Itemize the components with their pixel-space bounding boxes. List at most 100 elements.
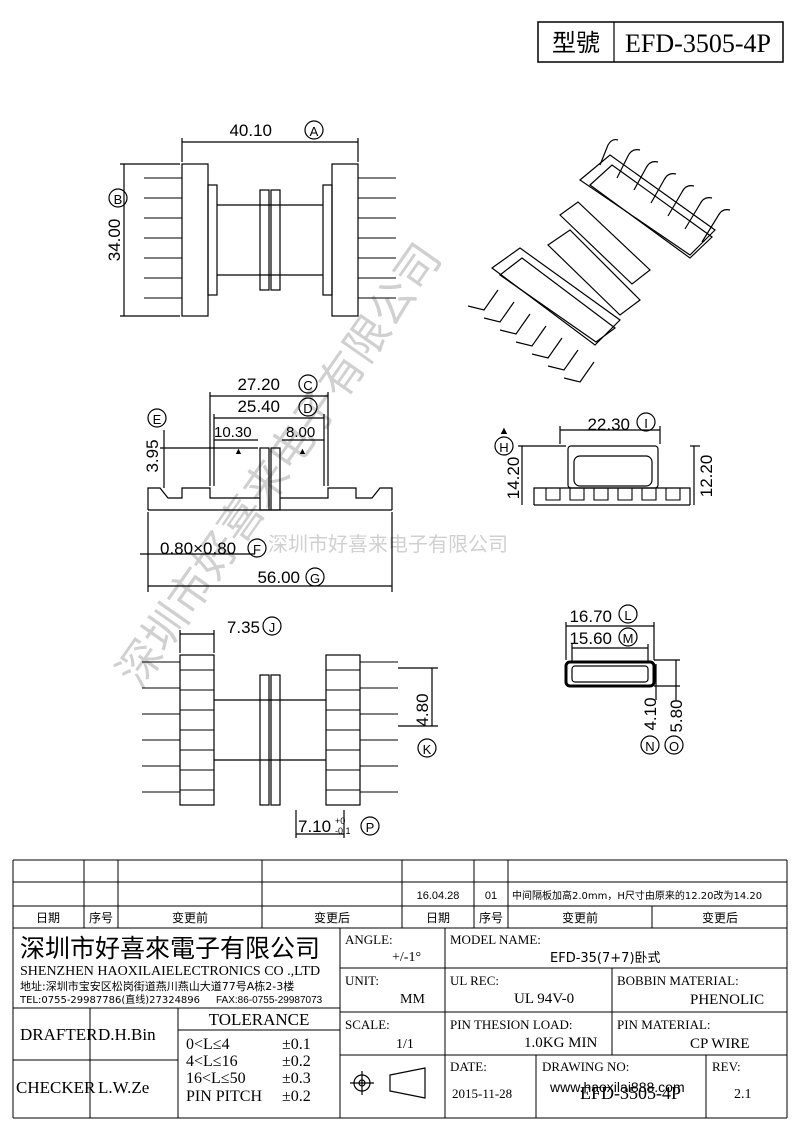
bobbin-label: BOBBIN MATERIAL: (617, 973, 739, 988)
model-name-label: MODEL NAME: (450, 932, 541, 947)
dim-e-value: 3.95 (143, 439, 162, 472)
dim-p-tol-plus: +0 (335, 816, 345, 826)
company-address: 地址:深圳市宝安区松岗街道燕川燕山大道77号A栋2-3楼 (20, 979, 294, 993)
company-fax: FAX:86-0755-29987073 (216, 995, 323, 1006)
dim-m-value: 15.60 (569, 629, 612, 648)
rev-header-before: 变更前 (172, 910, 208, 925)
dim-a-value: 40.10 (229, 121, 272, 140)
tol-range: PIN PITCH (186, 1088, 262, 1105)
rev-desc: 中间隔板加高2.0mm，H尺寸由原来的12.20改为14.20 (512, 889, 762, 902)
company-en: SHENZHEN HAOXILAIELECTRONICS CO .,LTD (20, 964, 320, 979)
dim-f-value: 0.80×0.80 (160, 539, 236, 558)
model-label: 型號 (552, 29, 600, 57)
date-label: DATE: (450, 1059, 487, 1074)
dim-b-value: 34.00 (105, 219, 124, 262)
tolerance-label: TOLERANCE (209, 1010, 310, 1029)
tol-value: ±0.2 (282, 1053, 311, 1070)
tol-range: 4<L≤16 (186, 1053, 238, 1070)
dim-p-mark: P (366, 820, 375, 835)
dim-b-mark: B (114, 192, 123, 207)
rev-header-after: 变更后 (314, 910, 350, 925)
triangle-marker-h: ▲ (499, 425, 510, 437)
model-header: 型號 EFD-3505-4P (537, 21, 784, 63)
rev-header-no-2: 序号 (479, 910, 503, 925)
bottom-view (142, 630, 438, 838)
dim-p-tol-minus: -0.1 (335, 826, 351, 836)
company-tel: TEL:0755-29987786(直线)27324896 (19, 993, 200, 1006)
rev-header-no: 序号 (89, 910, 113, 925)
rev-header-before-2: 变更前 (562, 910, 598, 925)
triangle-marker: ▲ (234, 446, 243, 456)
dim-c-value: 27.20 (237, 375, 280, 394)
load-label: PIN THESION LOAD: (450, 1017, 573, 1032)
dim-e-mark: E (153, 412, 162, 427)
dim-l-mark: L (624, 608, 631, 623)
tol-value: ±0.3 (282, 1070, 311, 1087)
ul-label: UL REC: (450, 973, 499, 988)
tolerance-rows: 0<L≤4 ±0.1 4<L≤16 ±0.2 16<L≤50 ±0.3 PIN … (186, 1036, 311, 1105)
iso-view (467, 138, 731, 383)
dim-n-value: 4.10 (641, 697, 660, 730)
drafter-label: DRAFTER (20, 1025, 98, 1044)
model-name-value: EFD-35(7+7)卧式 (550, 951, 661, 966)
dim-d-mark: D (303, 401, 312, 416)
rev-date: 16.04.28 (417, 890, 460, 902)
dim-p-value: 7.10 (298, 817, 331, 836)
top-view (120, 138, 396, 317)
dim-o-mark: O (669, 739, 679, 754)
pin-mat-value: CP WIRE (690, 1036, 750, 1052)
unit-value: MM (400, 992, 425, 1007)
load-value: 1.0KG MIN (524, 1035, 597, 1051)
dim-k-mark: K (423, 742, 432, 757)
dim-g-mark: G (310, 571, 320, 586)
dim-h-value: 14.20 (504, 457, 523, 500)
drawing-label: DRAWING NO: (542, 1059, 629, 1074)
dim-d-value: 25.40 (237, 397, 280, 416)
triangle-marker-2: ▲ (298, 446, 307, 456)
dim-f-mark: F (253, 542, 261, 557)
drawing-value: EFD-3505-4P (580, 1083, 681, 1103)
tol-value: ±0.2 (282, 1088, 311, 1105)
scale-value: 1/1 (396, 1037, 414, 1052)
dim-left-gap: 10.30 (214, 424, 252, 441)
drafter-value: D.H.Bin (98, 1025, 156, 1044)
rev-label: REV: (712, 1059, 741, 1074)
projection-symbol (350, 1067, 426, 1099)
tol-value: ±0.1 (282, 1036, 311, 1053)
watermark-url: www.haoxilai888.com (549, 1079, 685, 1095)
section-view (564, 622, 680, 700)
side-view (518, 426, 700, 506)
dim-k-value: 4.80 (413, 693, 432, 726)
title-block (13, 928, 787, 1119)
angle-value: +/-1° (392, 950, 421, 965)
rev-header-date: 日期 (36, 911, 60, 925)
pin-mat-label: PIN MATERIAL: (617, 1017, 711, 1032)
company-cn: 深圳市好喜來電子有限公司 (20, 934, 320, 963)
dim-o-value: 5.80 (667, 699, 686, 732)
unit-label: UNIT: (345, 973, 379, 988)
tol-range: 16<L≤50 (186, 1070, 246, 1087)
checker-label: CHECKER (16, 1078, 96, 1097)
dim-a-mark: A (310, 124, 319, 139)
dim-right-gap: 8.00 (286, 424, 315, 441)
dim-h2-value: 12.20 (697, 455, 716, 498)
dim-l-value: 16.70 (569, 607, 612, 626)
rev-value: 2.1 (734, 1087, 752, 1102)
angle-label: ANGLE: (345, 932, 393, 947)
watermark-horizontal: 深圳市好喜来电子有限公司 (268, 532, 508, 556)
dim-c-mark: C (303, 378, 312, 393)
rev-no: 01 (485, 890, 497, 902)
dim-j-value: 7.35 (227, 618, 260, 637)
tol-range: 0<L≤4 (186, 1036, 230, 1053)
dim-m-mark: M (623, 631, 634, 646)
dim-g-value: 56.00 (257, 568, 300, 587)
bobbin-value: PHENOLIC (690, 992, 764, 1008)
rev-header-date-2: 日期 (426, 911, 450, 925)
dim-h-mark: H (499, 440, 508, 455)
dim-i-mark: I (644, 416, 648, 431)
model-value: EFD-3505-4P (625, 29, 771, 58)
ul-value: UL 94V-0 (514, 991, 574, 1007)
rev-header-after-2: 变更后 (702, 910, 738, 925)
dim-j-mark: J (269, 620, 276, 635)
